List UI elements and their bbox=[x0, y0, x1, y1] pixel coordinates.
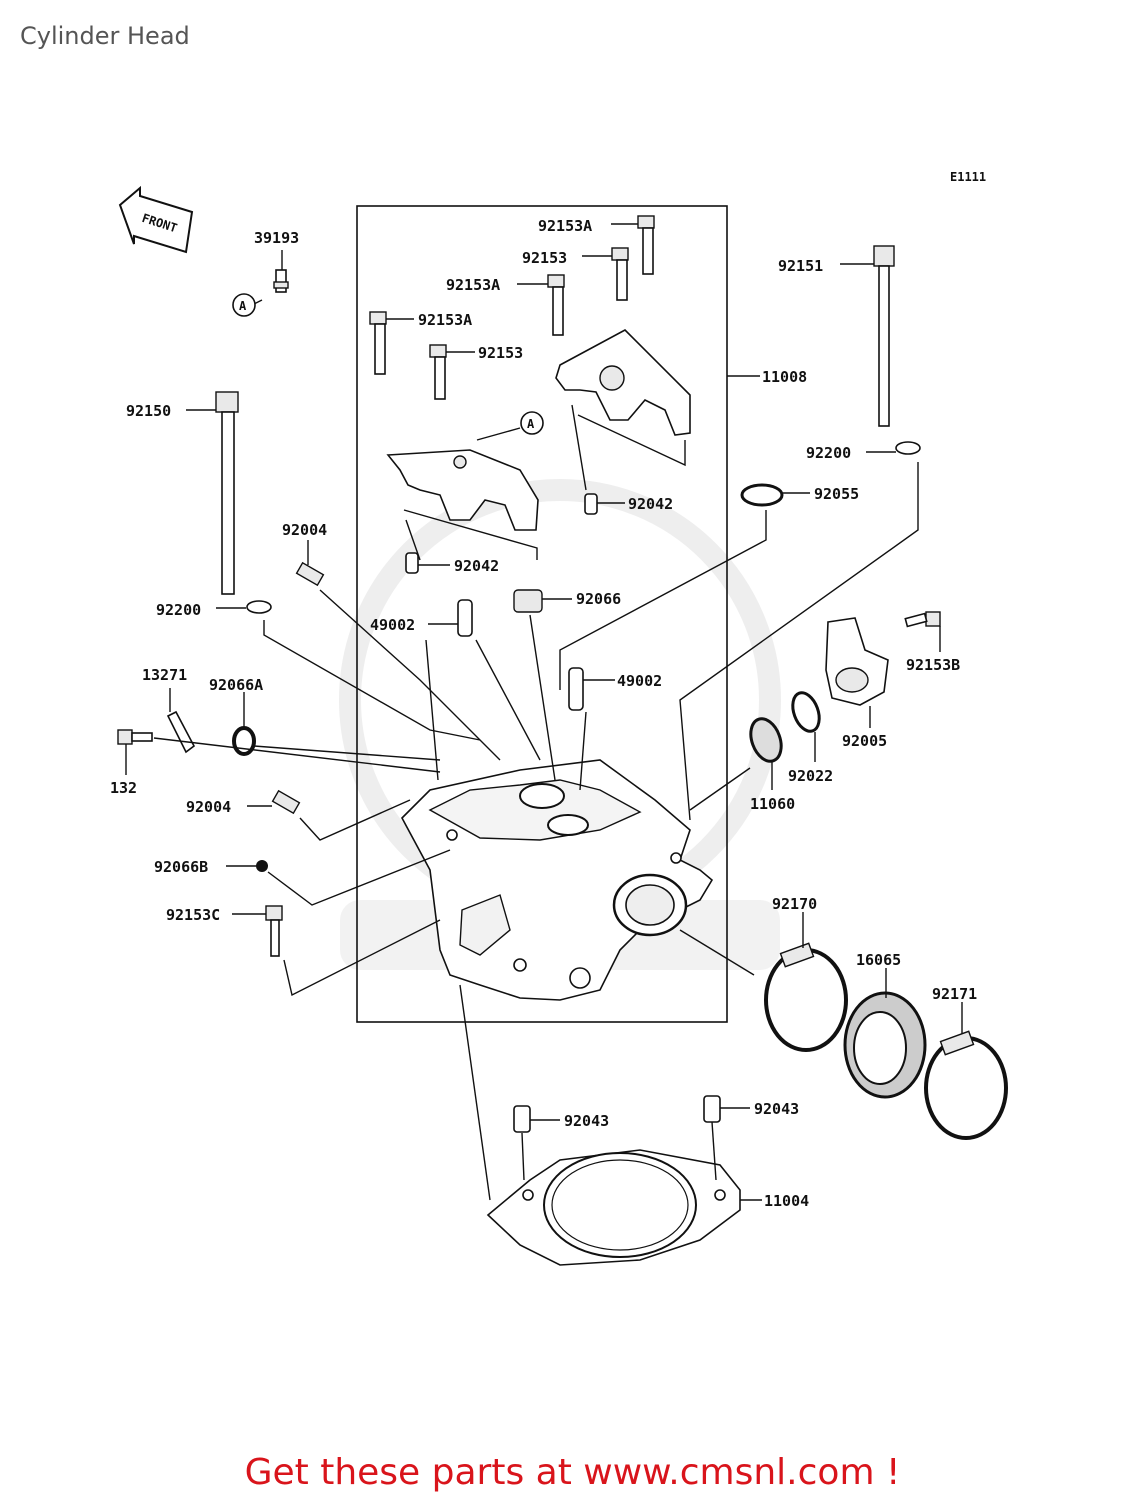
label-92200-left: 92200 bbox=[156, 601, 201, 619]
footer-link[interactable]: Get these parts at www.cmsnl.com ! bbox=[244, 1452, 901, 1493]
label-16065: 16065 bbox=[856, 951, 901, 969]
washer-92200-left bbox=[216, 600, 272, 614]
seal-11060 bbox=[749, 717, 783, 790]
valve-guide-49002-right bbox=[568, 667, 615, 711]
front-arrow-icon: FRONT bbox=[118, 185, 194, 254]
label-92043-right: 92043 bbox=[754, 1100, 799, 1118]
bolt-92153c bbox=[232, 905, 283, 957]
bolt-92153-left bbox=[429, 344, 475, 400]
o-ring-92022 bbox=[791, 691, 821, 762]
label-92153a-left: 92153A bbox=[418, 311, 472, 329]
dowel-92042-left bbox=[405, 552, 450, 574]
bolt-132 bbox=[117, 729, 153, 775]
leader-lines bbox=[153, 404, 919, 1201]
plug-92066 bbox=[513, 589, 572, 613]
label-92153c: 92153C bbox=[166, 906, 220, 924]
label-11060: 11060 bbox=[750, 795, 795, 813]
label-132: 132 bbox=[110, 779, 137, 797]
dowel-92042-right bbox=[584, 493, 625, 515]
label-49002-left: 49002 bbox=[370, 616, 415, 634]
page-title: Cylinder Head bbox=[20, 22, 190, 50]
label-92042-right: 92042 bbox=[628, 495, 673, 513]
svg-text:A: A bbox=[239, 299, 247, 313]
label-11008: 11008 bbox=[762, 368, 807, 386]
bolt-92153a-mid bbox=[517, 274, 565, 336]
gasket-11004 bbox=[486, 1149, 762, 1266]
plug-92066b bbox=[226, 860, 268, 872]
valve-guide-49002-left bbox=[428, 599, 473, 637]
part-labels: 39193 92153A 92153 92153A 92151 92153A 9… bbox=[110, 217, 977, 1210]
label-92066b: 92066B bbox=[154, 858, 208, 876]
stud-92004-bottom bbox=[247, 789, 301, 815]
bolt-92153a-top bbox=[611, 215, 655, 275]
label-92066: 92066 bbox=[576, 590, 621, 608]
bolt-92153b bbox=[904, 611, 941, 652]
bolt-39193 bbox=[251, 250, 289, 306]
label-92022: 92022 bbox=[788, 767, 833, 785]
camshaft-holder-right bbox=[555, 329, 691, 436]
clamp-92171 bbox=[924, 1002, 1008, 1140]
clamp-92170 bbox=[764, 912, 848, 1052]
housing-92005 bbox=[825, 617, 889, 728]
washer-92200-right bbox=[866, 441, 921, 455]
label-92153b: 92153B bbox=[906, 656, 960, 674]
label-92005: 92005 bbox=[842, 732, 887, 750]
marker-a-center: A bbox=[476, 411, 544, 441]
label-92004-top: 92004 bbox=[282, 521, 327, 539]
svg-text:A: A bbox=[527, 417, 535, 431]
label-39193: 39193 bbox=[254, 229, 299, 247]
label-92042-left: 92042 bbox=[454, 557, 499, 575]
label-92150: 92150 bbox=[126, 402, 171, 420]
bolt-92150 bbox=[186, 391, 239, 595]
cylinder-head bbox=[401, 759, 714, 1001]
label-92153a-top: 92153A bbox=[538, 217, 592, 235]
label-92151: 92151 bbox=[778, 257, 823, 275]
label-11004: 11004 bbox=[764, 1192, 809, 1210]
dowel-92043-right bbox=[703, 1095, 750, 1123]
camshaft-holder-left bbox=[386, 449, 539, 531]
label-92043-left: 92043 bbox=[564, 1112, 609, 1130]
assembly-frame-11008 bbox=[356, 205, 728, 1023]
label-92004-bottom: 92004 bbox=[186, 798, 231, 816]
bolt-92153-top bbox=[582, 247, 629, 301]
bolt-92151 bbox=[840, 245, 895, 427]
diagram-code: E1111 bbox=[950, 170, 986, 184]
label-92055: 92055 bbox=[814, 485, 859, 503]
label-92153a-mid: 92153A bbox=[446, 276, 500, 294]
stud-92004-top bbox=[295, 540, 325, 587]
label-92200-right: 92200 bbox=[806, 444, 851, 462]
label-92171: 92171 bbox=[932, 985, 977, 1003]
dowel-92043-left bbox=[513, 1105, 560, 1133]
intake-joint-16065 bbox=[843, 968, 927, 1099]
label-49002-right: 49002 bbox=[617, 672, 662, 690]
seal-92066a bbox=[232, 692, 256, 756]
marker-a-left: A bbox=[232, 293, 256, 317]
label-92170: 92170 bbox=[772, 895, 817, 913]
label-92066a: 92066A bbox=[209, 676, 263, 694]
label-13271: 13271 bbox=[142, 666, 187, 684]
bolt-92153a-left bbox=[369, 311, 414, 375]
label-92153-left: 92153 bbox=[478, 344, 523, 362]
label-92153-top: 92153 bbox=[522, 249, 567, 267]
o-ring-92055 bbox=[740, 483, 810, 507]
